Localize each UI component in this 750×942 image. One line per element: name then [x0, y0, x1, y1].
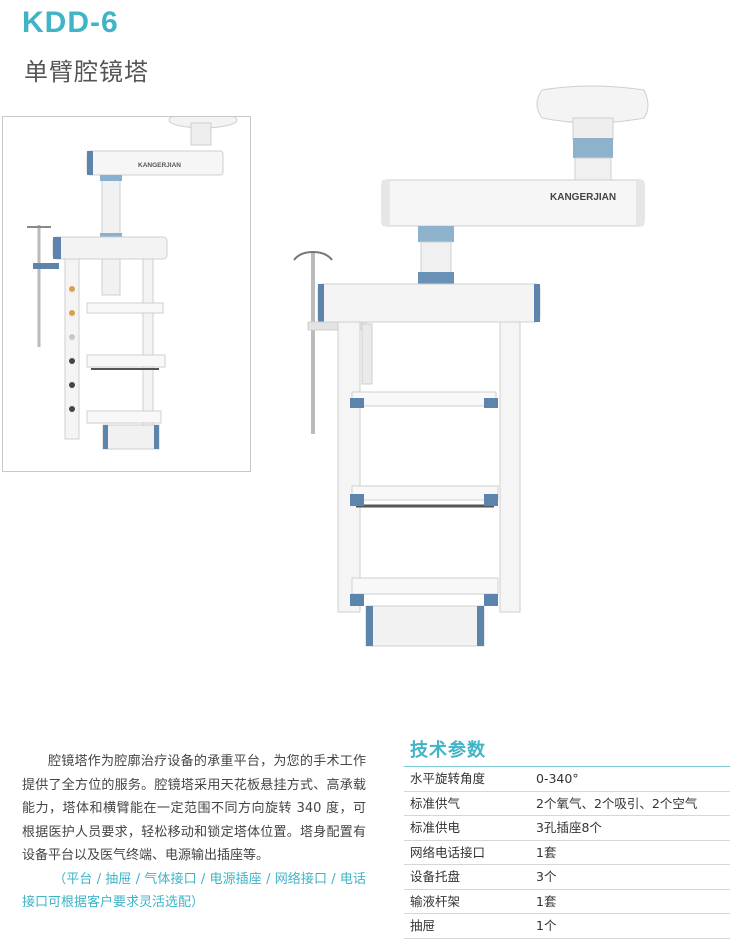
thumb-brand-label: KANGERJIAN: [138, 162, 181, 169]
spec-label: 水平旋转角度: [404, 767, 526, 792]
spec-title: 技术参数: [404, 736, 730, 767]
product-model: KDD-6: [22, 6, 119, 39]
spec-row: 输液杆架 1套: [404, 889, 730, 914]
spec-value: 1个: [526, 913, 730, 939]
product-thumbnail: KANGERJIAN: [2, 116, 251, 472]
spec-row: 设备托盘 3个: [404, 864, 730, 890]
spec-table: 水平旋转角度 0-340° 标准供气 2个氧气、2个吸引、2个空气 标准供电 3…: [404, 767, 730, 939]
configuration-note: （平台 / 抽屉 / 气体接口 / 电源插座 / 网络接口 / 电话接口可根据客…: [22, 871, 366, 911]
spec-value: 2个氧气、2个吸引、2个空气: [526, 791, 730, 816]
spec-row: 标准供气 2个氧气、2个吸引、2个空气: [404, 791, 730, 816]
description-paragraph: 腔镜塔作为腔廓治疗设备的承重平台，为您的手术工作提供了全方位的服务。腔镜塔采用天…: [22, 754, 366, 863]
product-title: 单臂腔镜塔: [24, 58, 149, 86]
pendant-main-illustration: KANGERJIAN: [293, 85, 649, 647]
spec-label: 标准供气: [404, 791, 526, 816]
pendant-thumbnail-illustration: KANGERJIAN: [27, 117, 238, 450]
spec-label: 设备托盘: [404, 864, 526, 890]
product-description: 腔镜塔作为腔廓治疗设备的承重平台，为您的手术工作提供了全方位的服务。腔镜塔采用天…: [22, 750, 366, 915]
spec-value: 0-340°: [526, 767, 730, 792]
spec-value: 3个: [526, 864, 730, 890]
spec-row: 网络电话接口 1套: [404, 840, 730, 865]
spec-section: 技术参数 水平旋转角度 0-340° 标准供气 2个氧气、2个吸引、2个空气 标…: [404, 736, 730, 939]
spec-row: 水平旋转角度 0-340°: [404, 767, 730, 792]
product-main-image: KANGERJIAN: [280, 84, 660, 654]
spec-value: 1套: [526, 840, 730, 865]
spec-label: 抽屉: [404, 913, 526, 939]
spec-label: 标准供电: [404, 815, 526, 841]
spec-label: 输液杆架: [404, 889, 526, 914]
spec-row: 标准供电 3孔插座8个: [404, 815, 730, 841]
spec-value: 1套: [526, 889, 730, 914]
spec-label: 网络电话接口: [404, 840, 526, 865]
main-brand-label: KANGERJIAN: [550, 192, 616, 203]
spec-value: 3孔插座8个: [526, 815, 730, 841]
spec-row: 抽屉 1个: [404, 913, 730, 939]
